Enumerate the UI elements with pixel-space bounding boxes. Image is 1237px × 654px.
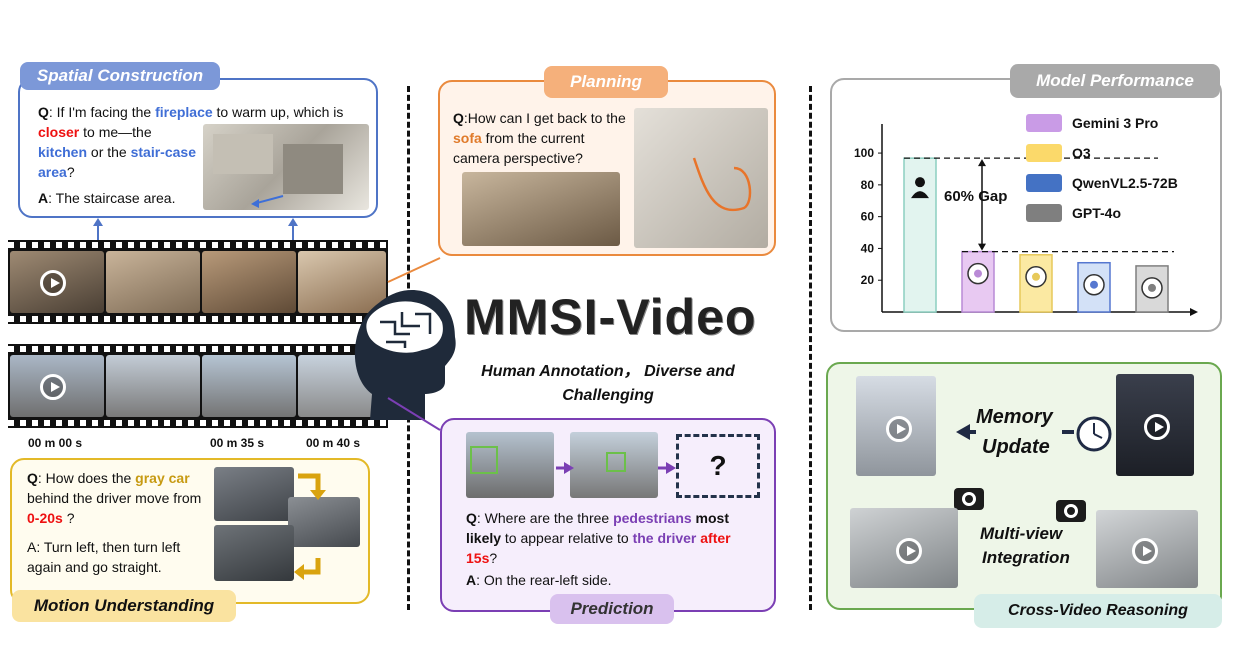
building-night-image [1116,374,1194,476]
y-tick-label: 40 [861,241,875,255]
y-tick-label: 80 [861,178,875,192]
spatial-question: Q: If I'm facing the fireplace to warm u… [38,104,344,120]
street-image-1 [466,432,554,498]
divider-right [809,86,812,610]
timestamp-start: 00 m 00 s [28,436,83,450]
room-3d-path-image [634,108,768,248]
motion-answer: A: Turn left, then turn left again and g… [27,539,181,575]
play-icon[interactable] [40,270,66,296]
legend-swatch [1026,204,1062,222]
prediction-tag: Prediction [550,594,674,624]
toy-scene-image-1 [850,508,958,588]
camera-icon [954,488,984,510]
spatial-construction-tag: Spatial Construction [20,62,220,90]
prediction-answer: A: On the rear-left side. [466,572,612,588]
gap-arrow-head-up [978,159,986,167]
legend-label: QwenVL2.5-72B [1072,175,1178,191]
model-logo-dot [1090,280,1098,289]
cross-video-tag: Cross-Video Reasoning [974,594,1222,628]
memory-arrow [956,424,1074,440]
update-label: Update [982,436,1050,458]
play-icon[interactable] [896,538,922,564]
model-logo-dot [1148,283,1156,292]
legend-swatch [1026,114,1062,132]
street-filmstrip [8,344,388,428]
prediction-connector [387,397,441,431]
human-icon [915,177,925,188]
kitchen-image [462,172,620,246]
legend-label: GPT-4o [1072,205,1122,221]
play-icon[interactable] [1144,414,1170,440]
toy-scene-image-2 [1096,510,1198,588]
multi-view-label: Multi-view [980,524,1063,543]
spatial-answer: A: The staircase area. [38,190,176,206]
legend-label: O3 [1072,145,1091,161]
y-tick-label: 20 [861,273,875,287]
gray-car-image-3 [214,525,294,581]
legend-swatch [1026,174,1062,192]
bar-qwenvl2-5-72b [1077,261,1111,313]
memory-label: Memory [976,406,1053,428]
integration-label: Integration [982,548,1070,567]
gap-arrow-head-down [978,243,986,251]
motion-understanding-tag: Motion Understanding [12,590,236,622]
street-image-2 [570,432,658,498]
spatial-question-cont: closer to me—the kitchen or the stair-ca… [38,124,196,180]
model-logo-dot [1032,272,1040,281]
room-3d-image [203,124,369,210]
play-icon[interactable] [1132,538,1158,564]
y-tick-label: 60 [861,210,875,224]
y-tick-label: 100 [854,146,874,160]
motion-question: Q: How does the gray car behind the driv… [27,470,202,526]
timestamp-mid: 00 m 35 s [210,436,265,450]
camera-icon [1056,500,1086,522]
room-3d-sketch [213,134,343,208]
model-performance-tag: Model Performance [1010,64,1220,98]
planning-tag: Planning [544,66,668,98]
spatial-arrows [93,218,298,240]
performance-chart: 20 40 60 80 100 [854,124,1198,316]
gray-car-image-1 [214,467,294,521]
human-icon-body [911,191,929,199]
path-sketch [692,157,752,212]
model-logo-dot [974,269,982,278]
brain-head-icon [354,289,456,420]
timestamp-end: 00 m 40 s [306,436,361,450]
play-icon[interactable] [40,374,66,400]
building-day-image [856,376,936,476]
indoor-filmstrip [8,240,388,324]
planning-connector [387,257,441,283]
gap-label: 60% Gap [944,188,1008,205]
legend-swatch [1026,144,1062,162]
x-axis-arrow [1190,308,1198,316]
subtitle: Human Annotation， Diverse and Challengin… [481,363,735,404]
unknown-frame-box: ? [676,434,760,498]
legend-label: Gemini 3 Pro [1072,115,1159,131]
clock-icon [1076,416,1112,452]
main-title: MMSI-Video [464,289,757,345]
prediction-arrows [556,462,676,474]
gray-car-image-2 [288,497,360,547]
prediction-question: Q: Where are the three pedestrians most … [466,510,731,566]
motion-arrows [294,473,326,580]
planning-question: Q:How can I get back to the sofa from th… [453,110,626,166]
play-icon[interactable] [886,416,912,442]
